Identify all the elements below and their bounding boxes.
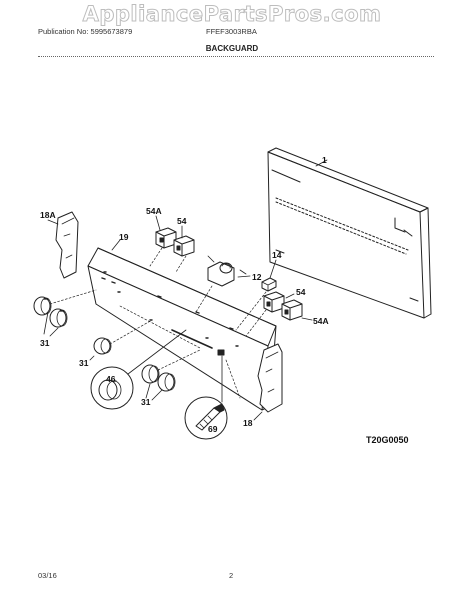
knob-46-callout <box>90 366 134 410</box>
label-31-bottom: 31 <box>141 397 151 407</box>
label-18: 18 <box>243 418 253 428</box>
label-54a-right: 54A <box>313 316 329 326</box>
label-46: 46 <box>106 374 116 384</box>
publication-number: Publication No: 5995673879 <box>38 27 133 36</box>
thermostat-part <box>207 255 247 287</box>
label-14: 14 <box>272 250 282 260</box>
knob-31-bottom-1 <box>141 364 160 384</box>
page-title: BACKGUARD <box>205 44 259 53</box>
label-54-right: 54 <box>296 287 306 297</box>
switch-54a-right <box>281 299 303 321</box>
knob-31-left-1 <box>33 296 52 316</box>
switch-54a-top <box>155 227 177 249</box>
label-69: 69 <box>208 424 218 434</box>
label-54-top: 54 <box>177 216 187 226</box>
back-panel-part <box>267 147 432 319</box>
label-19: 19 <box>119 232 129 242</box>
label-31-left: 31 <box>40 338 50 348</box>
knob-31-middle <box>93 337 112 355</box>
footer-page-number: 2 <box>229 571 234 580</box>
footer-date: 03/16 <box>38 571 57 580</box>
watermark-logo: AppliancePartsPros.com <box>82 2 382 27</box>
label-12: 12 <box>252 272 262 282</box>
label-54a-top: 54A <box>146 206 162 216</box>
label-1: 1 <box>322 155 327 165</box>
label-18a: 18A <box>40 210 56 220</box>
switch-54-top <box>173 235 195 257</box>
header-divider <box>38 56 434 57</box>
knob-31-bottom-2 <box>157 372 176 392</box>
switch-54-right <box>263 291 285 313</box>
indicator-light-part <box>261 277 277 292</box>
right-end-cap-part <box>257 343 283 413</box>
screw-69-callout <box>184 396 228 440</box>
model-number: FFEF3003RBA <box>206 27 257 36</box>
label-31-middle: 31 <box>79 358 89 368</box>
left-end-cap-part <box>55 211 79 279</box>
diagram-code: T20G0050 <box>366 435 409 445</box>
knob-31-left-2 <box>49 308 68 328</box>
